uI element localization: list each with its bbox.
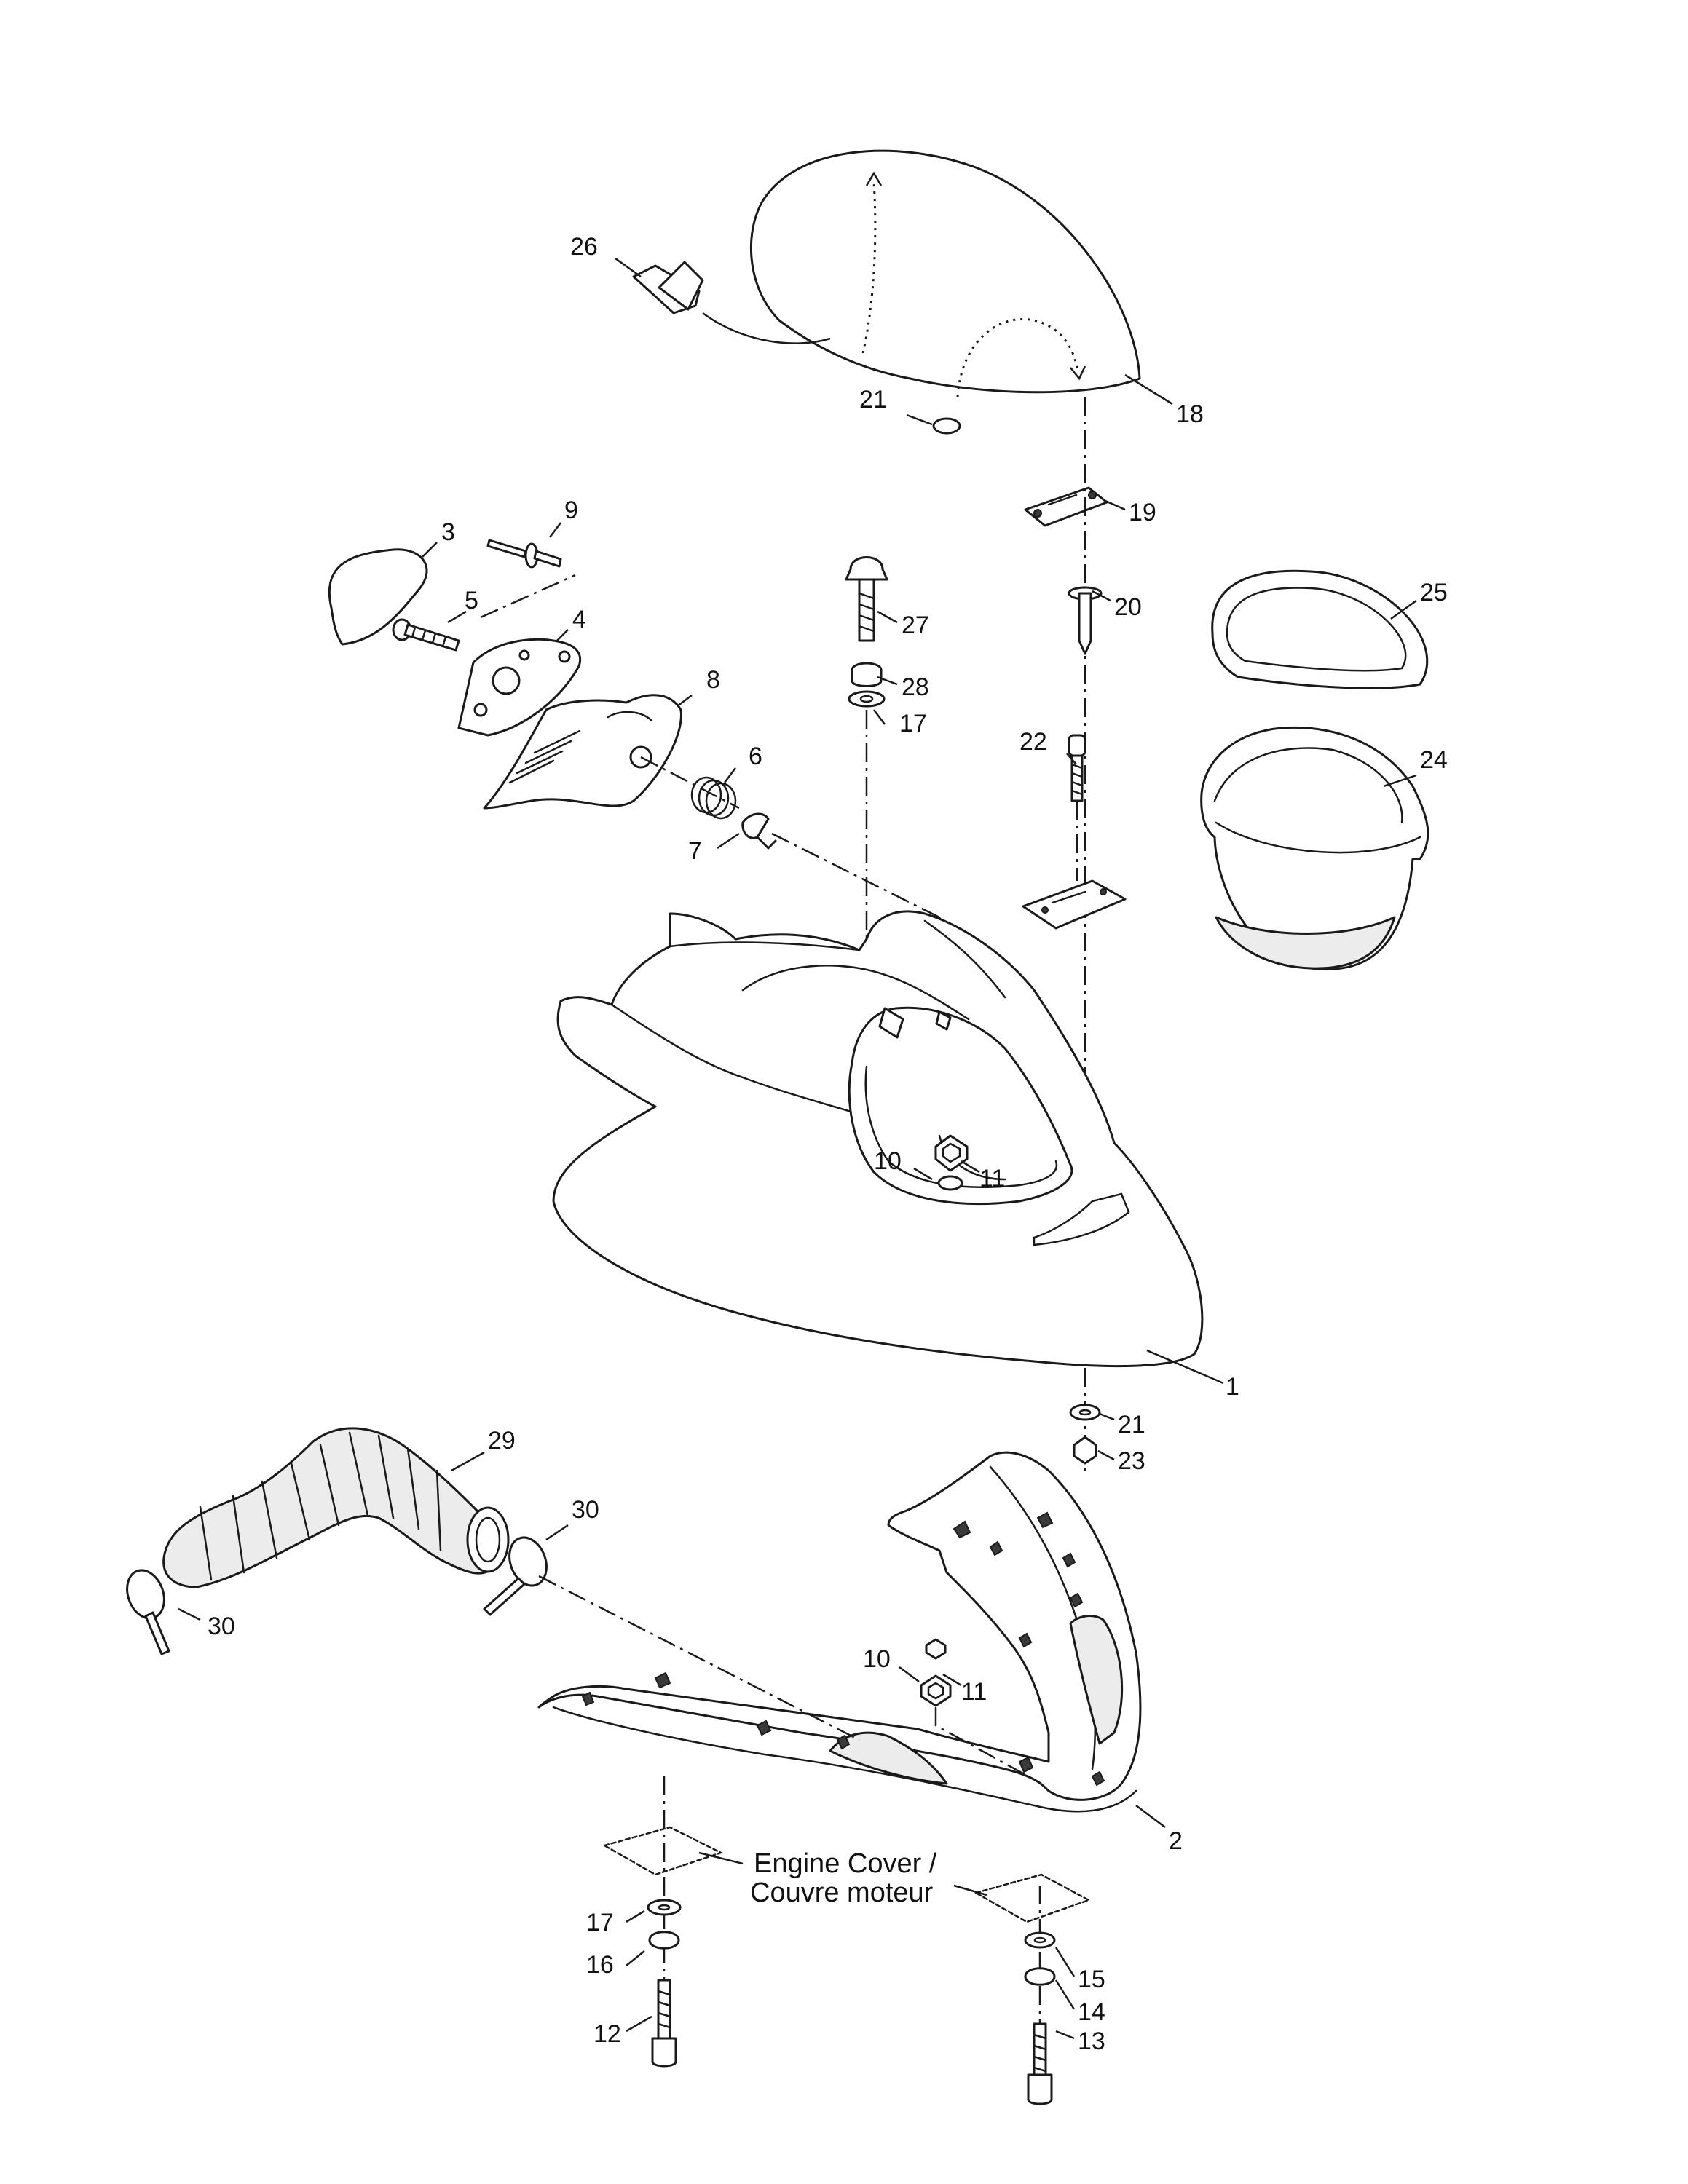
washer-17-lower-hole: [658, 1904, 671, 1911]
bottom-chassis-part: [537, 1451, 1142, 1813]
mirror-part: [328, 548, 428, 646]
nut-11-upper: [934, 1134, 969, 1172]
spacer-28-part: [851, 662, 883, 687]
callout-2: 2: [1169, 1827, 1183, 1855]
bolt-27-part: [845, 556, 888, 642]
callout-18: 18: [1176, 400, 1204, 428]
spring-part: [690, 776, 737, 820]
callout-20: 20: [1114, 593, 1142, 621]
nut-23-part: [1073, 1436, 1097, 1465]
storage-bin-part: [1200, 726, 1429, 970]
callout-26: 26: [570, 233, 598, 261]
callout-15: 15: [1078, 1966, 1105, 1993]
engine-cover-plate-left: [602, 1826, 724, 1876]
callout-28: 28: [902, 673, 929, 701]
leader-lines: [178, 257, 1417, 2040]
washer-21-top: [932, 417, 961, 435]
washer-15-hole: [1033, 1936, 1046, 1944]
engine-cover-note: Engine Cover / Couvre moteur: [750, 1848, 937, 1908]
callout-6: 6: [749, 743, 762, 770]
rivet-9-part: [486, 539, 562, 569]
washer-15: [1024, 1931, 1056, 1949]
callout-13: 13: [1078, 2027, 1105, 2055]
rivet-20-part: [1068, 586, 1103, 655]
callout-30-right: 30: [572, 1496, 599, 1524]
callout-9: 9: [564, 496, 578, 524]
lock-washer-14: [1024, 1967, 1056, 1986]
nut-axis-line: [934, 1707, 1042, 1785]
hose-part: [162, 1427, 510, 1588]
callout-16: 16: [586, 1951, 614, 1979]
callout-10-lower: 10: [863, 1645, 891, 1673]
top-deck-part: [552, 910, 1204, 1368]
callout-10-upper: 10: [874, 1147, 902, 1175]
vent-cover-part: [483, 694, 682, 810]
washer-10-upper: [937, 1175, 963, 1191]
callout-22: 22: [1019, 728, 1047, 756]
callout-23: 23: [1118, 1447, 1145, 1475]
callout-14: 14: [1078, 1998, 1105, 2026]
latch-part: [632, 261, 704, 314]
bolt-13-part: [1027, 2022, 1053, 2105]
callout-19: 19: [1129, 499, 1156, 526]
washer-17-top-hole: [859, 695, 874, 703]
bolt-5-part: [392, 618, 460, 652]
seat-arrow-path: [861, 181, 877, 354]
callout-21-lower: 21: [1118, 1411, 1145, 1439]
lock-washer-16: [648, 1931, 680, 1950]
callout-4: 4: [572, 606, 586, 633]
seat-cover-part: [749, 149, 1141, 394]
hinge-part: [1024, 486, 1108, 527]
callout-25: 25: [1420, 579, 1448, 606]
callout-5: 5: [465, 587, 478, 614]
seat-arrow-head: [865, 171, 883, 186]
storage-bin-rim-part: [1211, 569, 1429, 689]
screw-22-part: [1068, 734, 1086, 802]
callout-24: 24: [1420, 746, 1448, 774]
clamp-30-left: [126, 1569, 170, 1655]
seat-arrow-head-2: [1070, 365, 1086, 381]
callout-8: 8: [706, 666, 720, 694]
callout-29: 29: [488, 1427, 516, 1455]
clamp-30-right: [483, 1536, 548, 1616]
callout-11-upper: 11: [979, 1165, 1005, 1192]
engine-cover-note-line2: Couvre moteur: [750, 1878, 934, 1908]
washer-21-lower: [1069, 1404, 1101, 1421]
callout-12: 12: [593, 2020, 621, 2048]
callout-30-left: 30: [208, 1613, 235, 1640]
mount-plate-part: [457, 638, 582, 737]
callout-7: 7: [688, 837, 702, 865]
tether-cord: [702, 312, 831, 344]
engine-cover-plate-right: [973, 1873, 1092, 1923]
callout-21-top: 21: [859, 386, 887, 414]
engine-cover-note-line1: Engine Cover /: [754, 1848, 937, 1879]
nut-11-lower: [920, 1674, 952, 1707]
hinge-plate-part: [1022, 879, 1127, 930]
washer-10-lower: [925, 1638, 947, 1660]
callout-27: 27: [902, 612, 929, 639]
washer-21-lower-hole: [1078, 1409, 1092, 1416]
callout-labels: 1 2 3 4 5 6 7 8 9 10 10 11 11 12 13 14 1…: [208, 233, 1448, 2055]
callout-11-lower: 11: [961, 1678, 987, 1706]
callout-3: 3: [441, 518, 455, 546]
washer-17-top: [848, 690, 886, 708]
mirror-axis-line: [480, 574, 576, 619]
callout-1: 1: [1226, 1373, 1239, 1401]
callout-17-upper: 17: [899, 710, 927, 737]
washer-17-lower: [647, 1899, 682, 1916]
callout-17-lower: 17: [586, 1909, 614, 1936]
bolt-12-part: [651, 1979, 677, 2068]
clip-7-part: [741, 812, 777, 850]
hose-axis-line: [538, 1575, 860, 1741]
